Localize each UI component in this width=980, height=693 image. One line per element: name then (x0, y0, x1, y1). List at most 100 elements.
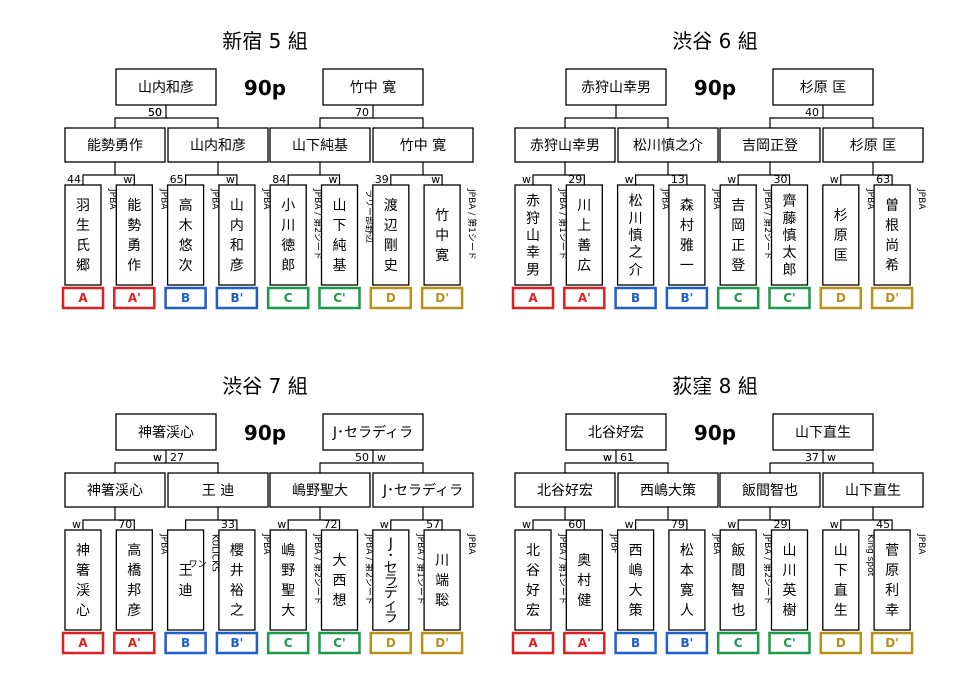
bracket-line (319, 462, 424, 473)
seed-label: B' (680, 636, 693, 650)
seed-box (369, 631, 413, 655)
group-points: 90p (244, 421, 286, 445)
bracket-line (185, 174, 238, 185)
group-title: 渋谷 7 組 (222, 374, 307, 398)
player-org: King spot (865, 534, 875, 577)
seed-box (266, 286, 310, 310)
seed-box (716, 631, 760, 655)
final-name: 神箸渓心 (138, 424, 194, 441)
semi-box (822, 127, 924, 163)
bracket-line (390, 519, 443, 530)
player-org: JPBA (466, 533, 476, 555)
player-box (668, 184, 706, 286)
bracket-line (840, 519, 893, 530)
bracket-line (634, 519, 688, 530)
score-label: 50 (355, 451, 369, 464)
semi-box (64, 472, 166, 508)
player-box (64, 529, 102, 631)
bracket-line (737, 519, 791, 530)
seed-box (266, 631, 310, 655)
semi-name: 山下純基 (292, 137, 348, 154)
seed-label: D' (435, 291, 449, 305)
player-name: 奥村健 (577, 552, 591, 609)
score-label: w (625, 173, 634, 186)
seed-label: B' (680, 291, 693, 305)
score-label: w (603, 451, 612, 464)
score-label: w (72, 518, 81, 531)
score-label: 50 (148, 106, 162, 119)
final-name: 竹中 寛 (350, 79, 396, 96)
player-box (616, 184, 655, 286)
player-org: JPBA / 第1シード (466, 188, 478, 260)
player-box (514, 529, 552, 631)
player-org: JPBA (158, 533, 168, 555)
player-box (822, 184, 860, 286)
bracket-line (532, 519, 585, 530)
seed-box (511, 286, 555, 310)
seed-label: C (734, 636, 743, 650)
player-name: 高木悠次 (179, 197, 193, 274)
player-name: 高橋邦彦 (127, 542, 141, 619)
final-name: 赤狩山幸男 (581, 80, 651, 96)
semi-name: 北谷好宏 (537, 483, 593, 499)
player-box (372, 529, 410, 631)
seed-label: A (528, 636, 538, 650)
semi-name: 吉岡正登 (742, 138, 798, 154)
semi-name: 能勢勇作 (87, 138, 143, 154)
seed-label: A' (128, 291, 141, 305)
player-name: 山川英樹 (783, 543, 797, 619)
player-name: 吉岡正登 (731, 198, 745, 274)
final-box-right (772, 68, 874, 106)
seed-box (215, 286, 259, 310)
score-label: 65 (170, 173, 184, 186)
score-label: 60 (568, 518, 582, 531)
player-box (770, 529, 809, 631)
group-title: 新宿 5 組 (222, 29, 307, 53)
score-label: w (625, 518, 634, 531)
semi-box (372, 472, 474, 508)
seed-label: B (181, 636, 190, 650)
seed-box (870, 286, 914, 310)
player-name: 松川慎之介 (629, 194, 643, 279)
player-box (320, 184, 359, 286)
player-org: JPBA (261, 188, 271, 210)
final-box-left (115, 413, 217, 451)
bracket-line (82, 174, 135, 185)
score-label: 44 (67, 173, 81, 186)
score-label: 33 (221, 518, 235, 531)
seed-label: B' (230, 636, 243, 650)
score-label: 70 (118, 518, 132, 531)
seed-box (113, 286, 156, 310)
player-name: 王迪 (179, 563, 193, 599)
final-box-left (115, 68, 217, 106)
seed-label: A' (578, 636, 591, 650)
semi-name: 山下直生 (845, 482, 901, 499)
score-label: w (827, 451, 836, 464)
seed-label: A (528, 291, 538, 305)
seed-box (768, 286, 811, 310)
final-name: 杉原 匡 (800, 80, 846, 96)
bracket-line (319, 117, 424, 128)
semi-box (822, 472, 924, 508)
bracket-line (634, 174, 688, 185)
seed-label: C (734, 291, 743, 305)
seed-box (614, 631, 657, 655)
player-name: 羽生氏郷 (76, 198, 90, 274)
player-name: 渡辺剛史 (384, 198, 398, 274)
player-org: JPBA (916, 188, 926, 210)
score-label: 72 (324, 518, 338, 531)
player-name: 松本寛人 (680, 543, 694, 619)
score-label: w (153, 451, 162, 464)
seed-box (819, 286, 863, 310)
score-label: w (727, 173, 736, 186)
seed-label: C (284, 291, 293, 305)
